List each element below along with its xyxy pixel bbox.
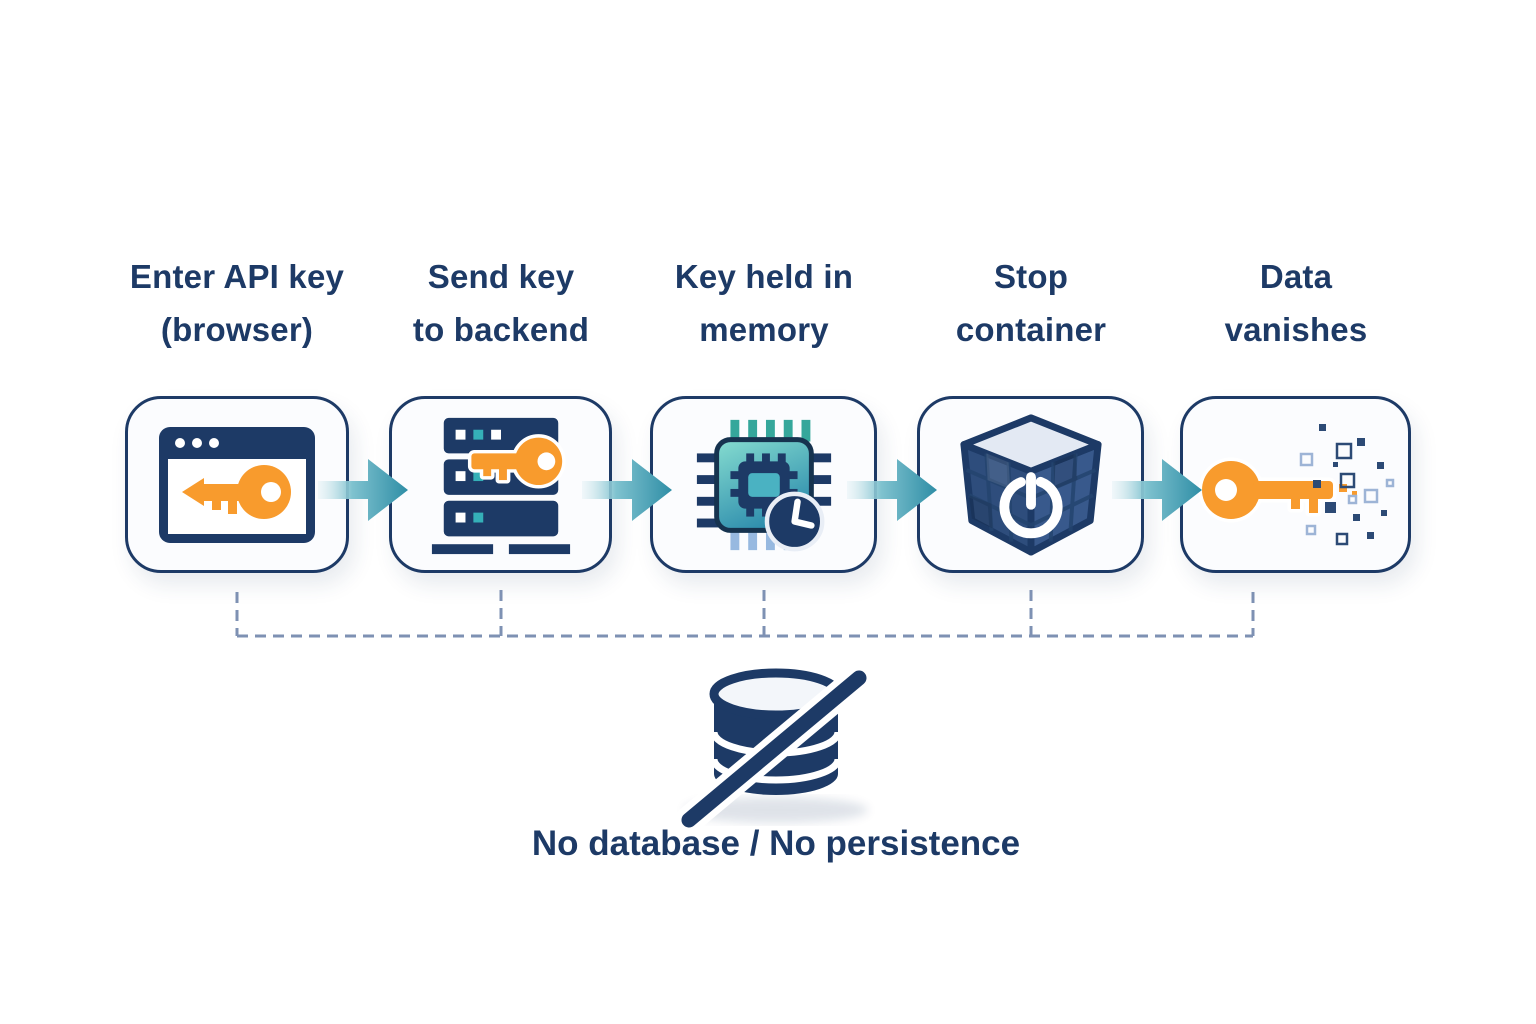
step-label-5: Data vanishes bbox=[1156, 250, 1436, 356]
flow-arrow-1 bbox=[318, 459, 408, 521]
step-label-2-line2: to backend bbox=[412, 311, 590, 348]
step-card-stop-container bbox=[917, 396, 1144, 573]
database-slash-icon bbox=[653, 652, 899, 847]
step-label-1: Enter API key (browser) bbox=[97, 250, 377, 356]
step-label-1-line2: (browser) bbox=[160, 311, 314, 348]
step-label-2-line1: Send key bbox=[427, 258, 575, 295]
step-label-3-line2: memory bbox=[699, 311, 829, 348]
footer-caption: No database / No persistence bbox=[531, 824, 1021, 863]
step-label-1-line1: Enter API key bbox=[129, 258, 345, 295]
step-label-5-line2: vanishes bbox=[1224, 311, 1368, 348]
step-label-2: Send key to backend bbox=[361, 250, 641, 356]
step-card-send-key-backend bbox=[389, 396, 612, 573]
step-card-data-vanishes bbox=[1180, 396, 1411, 573]
step-label-3: Key held in memory bbox=[624, 250, 904, 356]
dissolve-pixels bbox=[1299, 423, 1394, 545]
step-label-4-line2: container bbox=[955, 311, 1107, 348]
flow-arrow-2 bbox=[582, 459, 672, 521]
chip-clock-icon bbox=[696, 419, 831, 551]
dissolving-key-icon bbox=[1191, 423, 1394, 545]
step-card-enter-api-key bbox=[125, 396, 349, 573]
step-label-5-line1: Data bbox=[1259, 258, 1333, 295]
flow-arrow-3 bbox=[847, 459, 937, 521]
step-card-key-in-memory bbox=[650, 396, 877, 573]
step-label-4: Stop container bbox=[891, 250, 1171, 356]
step-label-4-line1: Stop bbox=[993, 258, 1069, 295]
container-power-icon bbox=[959, 413, 1102, 556]
step-label-3-line1: Key held in bbox=[674, 258, 854, 295]
flow-arrow-4 bbox=[1112, 459, 1202, 521]
browser-key-icon bbox=[159, 426, 315, 543]
server-key-icon bbox=[431, 417, 570, 554]
